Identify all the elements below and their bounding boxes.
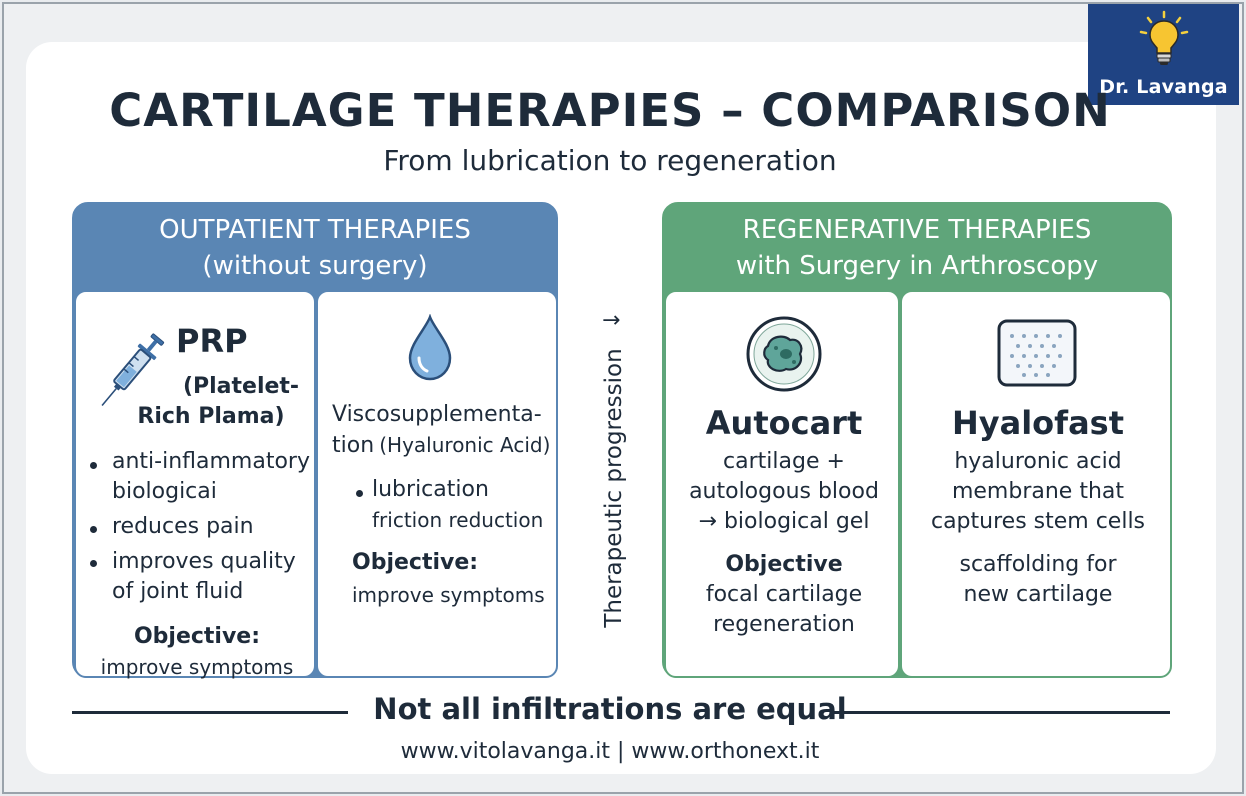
autocart-panel: Autocart cartilage + autologous blood → … (664, 290, 900, 678)
outpatient-header-title: OUTPATIENT THERAPIES (159, 215, 471, 245)
prp-bullet-3-line1: improves quality (112, 549, 296, 574)
autocart-objective-label: Objective (725, 552, 843, 577)
footer-rule-left (72, 711, 348, 714)
bullet-dot (90, 462, 97, 469)
hyalofast-line-3: captures stem cells (930, 509, 1146, 534)
viscosupplementation-panel: Viscosupplementa- tion (Hyaluronic Acid)… (316, 290, 558, 678)
autocart-line-1: cartilage + (723, 449, 845, 474)
progression-arrow: → (602, 308, 621, 333)
bullet-dot (356, 490, 363, 497)
prp-bullet-1-line2: biologicai (112, 479, 217, 504)
hyalofast-extra-line-1: scaffolding for (959, 552, 1117, 577)
prp-objective-label: Objective: (133, 624, 261, 649)
hyalofast-extra-line-2: new cartilage (963, 582, 1113, 607)
hyalofast-name: Hyalofast (951, 404, 1125, 442)
prp-name: PRP (176, 322, 248, 360)
autocart-objective-line-1: focal cartilage (705, 582, 863, 607)
regenerative-section: REGENERATIVE THERAPIES with Surgery in A… (662, 202, 1172, 678)
lightbulb-icon (1139, 10, 1189, 65)
prp-panel: PRP (Platelet- Rich Plama) anti-inflamma… (74, 290, 316, 679)
autocart-objective-line-2: regeneration (713, 612, 855, 637)
autocart-name: Autocart (705, 404, 863, 442)
visco-bullet-line2: friction reduction (372, 508, 544, 532)
syringe-icon (101, 333, 165, 406)
prp-bullet-1-line1: anti-inflammatory (112, 449, 310, 474)
outpatient-section: OUTPATIENT THERAPIES (without surgery) P… (72, 202, 558, 679)
page-subtitle: From lubrication to regeneration (383, 144, 837, 177)
visco-name-line2b: (Hyaluronic Acid) (379, 433, 551, 457)
prp-fullname-line2: Rich Plama) (137, 404, 285, 429)
regenerative-header-title: REGENERATIVE THERAPIES (742, 215, 1092, 245)
hyalofast-line-1: hyaluronic acid (954, 449, 1122, 474)
footer-tagline: Not all infiltrations are equal (373, 692, 847, 726)
regenerative-header: REGENERATIVE THERAPIES with Surgery in A… (664, 212, 1170, 284)
visco-objective-label: Objective: (352, 550, 479, 575)
visco-name-line2: tion (Hyaluronic Acid) (332, 430, 550, 461)
footer-rule-right (832, 711, 1170, 714)
page-title: CARTILAGE THERAPIES – COMPARISON (109, 84, 1111, 137)
regenerative-header-subtitle: with Surgery in Arthroscopy (735, 251, 1099, 281)
autocart-line-2: autologous blood (689, 479, 879, 504)
prp-objective-text: improve symptoms (100, 655, 294, 679)
prp-fullname-line1: (Platelet- (182, 374, 300, 399)
membrane-icon (997, 319, 1077, 387)
prp-bullet-2: reduces pain (112, 514, 254, 539)
author-badge: Dr. Lavanga (1088, 4, 1239, 105)
visco-bullet-line1: lubrication (372, 477, 489, 502)
outpatient-header: OUTPATIENT THERAPIES (without surgery) (74, 212, 556, 284)
footer-urls: www.vitolavanga.it | www.orthonext.it (400, 739, 820, 764)
progression-label: Therapeutic progression (601, 348, 627, 628)
droplet-icon (408, 314, 452, 381)
outpatient-header-subtitle: (without surgery) (202, 251, 428, 281)
prp-bullet-3-line2: of joint fluid (112, 579, 244, 604)
visco-name-line1: Viscosupplementa- (332, 402, 542, 427)
hyalofast-panel: Hyalofast hyaluronic acid membrane that … (900, 290, 1172, 678)
hyalofast-line-2: membrane that (951, 479, 1125, 504)
therapeutic-progression: → Therapeutic progression (594, 308, 634, 658)
bullet-dot (90, 560, 97, 567)
bullet-dot (90, 526, 97, 533)
visco-name-line2a: tion (332, 433, 375, 458)
autocart-line-3: → biological gel (698, 509, 870, 534)
author-name: Dr. Lavanga (1099, 76, 1228, 98)
visco-objective-text: improve symptoms (352, 583, 545, 607)
cell-icon (746, 316, 822, 392)
